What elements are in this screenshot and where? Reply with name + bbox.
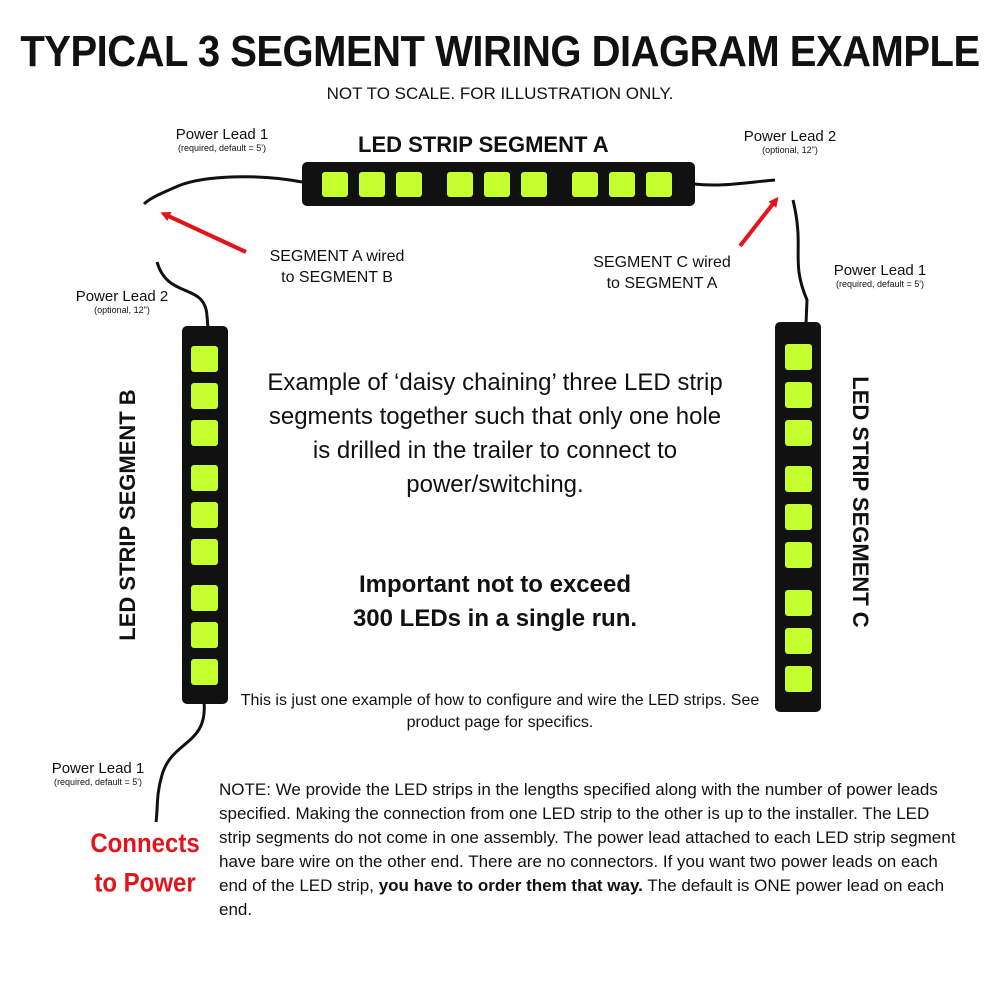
segment-a-label: LED STRIP SEGMENT A — [358, 132, 609, 157]
connection-line: to SEGMENT A — [606, 275, 718, 292]
lead-label-note: (required, default = 5') — [53, 777, 143, 787]
lead-label-note: (required, default = 5') — [835, 279, 925, 289]
connection-line: SEGMENT A wired — [269, 248, 405, 265]
lead-label-text: Power Lead 1 — [51, 760, 145, 777]
led-chip — [191, 585, 218, 611]
led-chip — [191, 420, 218, 446]
led-chip — [785, 420, 812, 446]
example-note: This is just one example of how to confi… — [240, 692, 760, 731]
lead-label-note: (optional, 12") — [94, 305, 150, 315]
led-chip — [785, 344, 812, 370]
led-chip — [447, 172, 473, 197]
lead-label-text: Power Lead 1 — [175, 126, 269, 143]
wire-c-lead1 — [791, 199, 809, 325]
segment-b-label: LED STRIP SEGMENT B — [115, 389, 140, 641]
wire-a-lead2 — [693, 178, 776, 187]
lead-label-note: (required, default = 5') — [177, 143, 267, 153]
led-strip-c-leds — [785, 344, 812, 692]
connection-line: to SEGMENT B — [281, 269, 393, 286]
lead-a-1-label: Power Lead 1 (required, default = 5') — [142, 126, 302, 153]
wire-b-lead2 — [155, 261, 210, 329]
led-chip — [572, 172, 598, 197]
led-chip — [785, 466, 812, 492]
led-chip — [785, 382, 812, 408]
led-chip — [191, 622, 218, 648]
lead-label-text: Power Lead 2 — [743, 128, 837, 145]
lead-label-text: Power Lead 1 — [833, 262, 927, 279]
important-warning: Important not to exceed 300 LEDs in a si… — [260, 568, 730, 636]
led-chip — [521, 172, 547, 197]
led-chip — [484, 172, 510, 197]
note-text-end: The default is ONE power lead on each en… — [219, 876, 945, 919]
connects-line: Connects — [90, 828, 200, 859]
lead-label-text: Power Lead 2 — [75, 288, 169, 305]
connection-a-to-b-label: SEGMENT A wired to SEGMENT B — [247, 246, 427, 288]
daisy-chain-description: Example of ‘daisy chaining’ three LED st… — [267, 369, 723, 498]
led-chip — [785, 628, 812, 654]
arrow-c-to-a — [738, 196, 779, 248]
page-title: TYPICAL 3 SEGMENT WIRING DIAGRAM EXAMPLE — [20, 28, 980, 76]
led-chip — [396, 172, 422, 197]
led-chip — [785, 666, 812, 692]
connection-c-to-a-label: SEGMENT C wired to SEGMENT A — [572, 252, 752, 294]
connects-to-power-label: Connects to Power — [60, 824, 230, 903]
lead-c-1-label: Power Lead 1 (required, default = 5') — [800, 262, 960, 289]
note-bold-text: you have to order them that way. — [378, 876, 643, 895]
wire-a-lead1 — [142, 175, 303, 206]
led-chip — [785, 504, 812, 530]
led-chip — [785, 590, 812, 616]
important-line: 300 LEDs in a single run. — [352, 605, 638, 632]
page-subtitle: NOT TO SCALE. FOR ILLUSTRATION ONLY. — [326, 84, 674, 103]
note-text: NOTE: We provide the LED strips in the l… — [219, 780, 956, 895]
led-chip — [191, 539, 218, 565]
installer-note: NOTE: We provide the LED strips in the l… — [219, 778, 959, 922]
connects-line: to Power — [94, 868, 196, 899]
led-chip — [191, 383, 218, 409]
arrow-a-to-b — [160, 211, 247, 254]
led-chip — [191, 659, 218, 685]
led-chip — [359, 172, 385, 197]
lead-b-1-label: Power Lead 1 (required, default = 5') — [18, 760, 178, 787]
led-chip — [191, 346, 218, 372]
lead-b-2-label: Power Lead 2 (optional, 12") — [42, 288, 202, 315]
segment-c-label: LED STRIP SEGMENT C — [848, 376, 873, 628]
led-chip — [191, 502, 218, 528]
led-strip-b-leds — [191, 346, 218, 685]
led-chip — [191, 465, 218, 491]
lead-label-note: (optional, 12") — [762, 145, 818, 155]
led-chip — [646, 172, 672, 197]
important-line: Important not to exceed — [358, 571, 632, 598]
led-chip — [785, 542, 812, 568]
wire-b-lead1 — [154, 701, 206, 823]
led-chip — [609, 172, 635, 197]
lead-a-2-label: Power Lead 2 (optional, 12") — [710, 128, 870, 155]
led-strip-a-leds — [322, 172, 672, 197]
connection-line: SEGMENT C wired — [593, 254, 731, 271]
led-chip — [322, 172, 348, 197]
